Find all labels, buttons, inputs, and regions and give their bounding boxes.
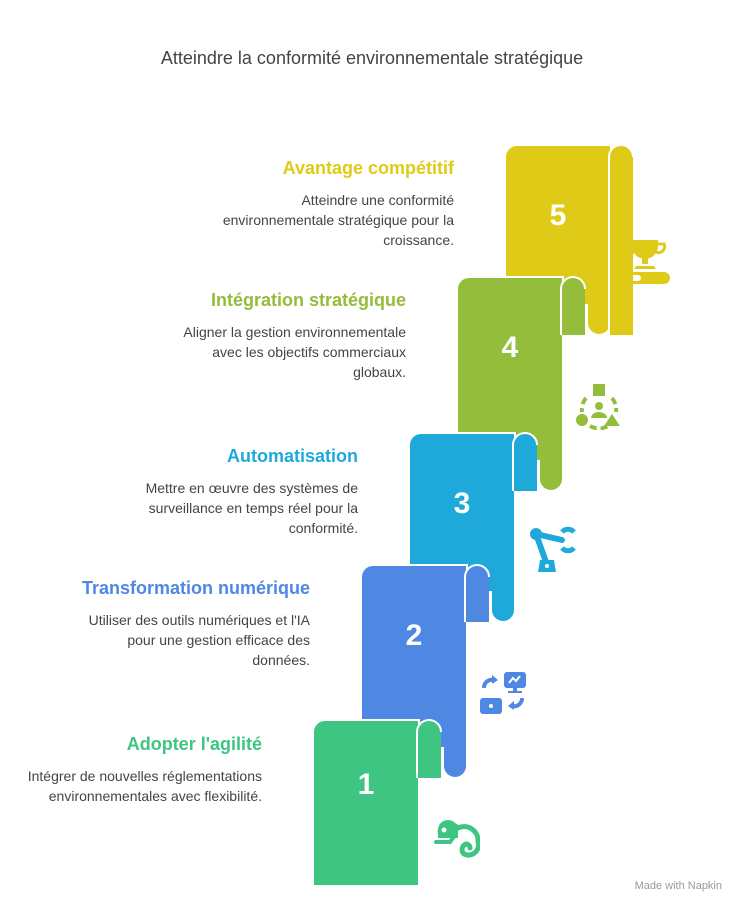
step-number-3: 3 — [453, 487, 471, 520]
step-description: Atteindre une conformité environnemental… — [222, 192, 454, 248]
step-description: Intégrer de nouvelles réglementations en… — [27, 768, 262, 804]
digital-transformation-icon — [480, 672, 526, 714]
napkin-watermark: Made with Napkin — [634, 880, 722, 892]
step-number-5: 5 — [549, 199, 567, 232]
step-description: Mettre en œuvre des systèmes de surveill… — [145, 480, 358, 536]
step-number-2: 2 — [405, 619, 423, 652]
step-2: Transformation numérique Utiliser des ou… — [70, 576, 310, 670]
step-title: Intégration stratégique — [210, 290, 406, 310]
step-title: Adopter l'agilité — [126, 734, 262, 754]
step-title: Transformation numérique — [81, 578, 310, 598]
scroll-curl-2 — [465, 565, 489, 622]
step-5: Avantage compétitif Atteindre une confor… — [214, 156, 454, 250]
integration-icon — [576, 384, 620, 431]
robot-arm-icon — [530, 526, 576, 572]
step-number-4: 4 — [501, 331, 519, 364]
chameleon-icon — [434, 820, 480, 858]
step-description: Aligner la gestion environnementale avec… — [183, 324, 406, 380]
scroll-curl-3 — [513, 433, 537, 491]
step-title: Avantage compétitif — [282, 158, 454, 178]
step-title: Automatisation — [226, 446, 358, 466]
diagram-title: Atteindre la conformité environnementale… — [160, 48, 584, 68]
trophy-icon — [624, 240, 670, 284]
step-number-1: 1 — [357, 768, 375, 801]
scroll-curl-4 — [561, 277, 585, 335]
step-description: Utiliser des outils numériques et l'IA p… — [88, 612, 310, 668]
step-3: Automatisation Mettre en œuvre des systè… — [118, 444, 358, 538]
scroll-body-1 — [312, 719, 420, 887]
scroll-curl-5 — [609, 145, 633, 335]
step-1: Adopter l'agilité Intégrer de nouvelles … — [22, 732, 262, 806]
step-4: Intégration stratégique Aligner la gesti… — [166, 288, 406, 382]
scroll-curl-1 — [417, 720, 441, 778]
